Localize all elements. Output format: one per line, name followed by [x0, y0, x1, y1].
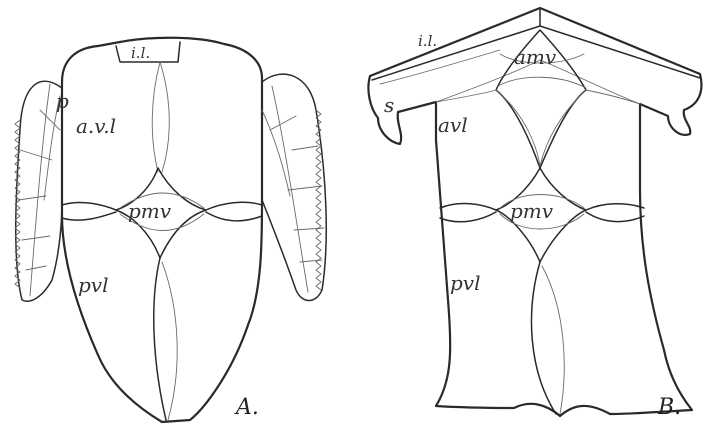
figure-a-right-wing [262, 74, 326, 300]
figure-a-upper-meridian [152, 62, 169, 172]
figure-b-il-lines [380, 50, 640, 104]
figure-a-girdle-right [206, 202, 262, 220]
figure-b-lower-meridian [532, 262, 556, 414]
figure-a-label-avl: a.v.l [76, 114, 116, 138]
figure-a-lower-lens [162, 262, 177, 420]
figure-b-lower-lens [542, 266, 564, 414]
figure-a-caption: A. [234, 395, 259, 420]
figure-a-lower-meridian [154, 258, 166, 420]
figure-b-girdle-left [440, 204, 496, 222]
figure-a-girdle-left [62, 202, 116, 220]
figure-b-label-il: i.l. [418, 32, 437, 50]
figure-a-right-wing-teeth [316, 110, 321, 290]
figure-b-amv-lenses [496, 54, 586, 166]
figure-b-side-lines [436, 90, 640, 104]
figure-a-left-wing-veins [18, 84, 60, 296]
figure-b-label-amv: amv [514, 45, 557, 69]
figure-b-caption: B. [657, 395, 681, 420]
figure-a-right-wing-veins [262, 86, 324, 292]
figure-b: i.l. amv s avl pmv pvl B. [368, 8, 701, 420]
figure-a-label-il: i.l. [131, 44, 150, 62]
figure-b-label-pmv: pmv [510, 199, 554, 223]
figure-b-girdle-right [586, 204, 644, 222]
figure-b-label-avl: avl [438, 113, 468, 137]
figure-a-label-p: p [56, 89, 69, 113]
figure-a-body-outline [62, 38, 262, 422]
figure-a-label-pmv: pmv [128, 199, 172, 223]
figure-b-label-s: s [384, 93, 394, 117]
figure-a-label-pvl: pvl [78, 273, 109, 297]
figure-a: i.l. p a.v.l pmv pvl A. [15, 38, 326, 422]
figure-b-label-pvl: pvl [450, 271, 481, 295]
